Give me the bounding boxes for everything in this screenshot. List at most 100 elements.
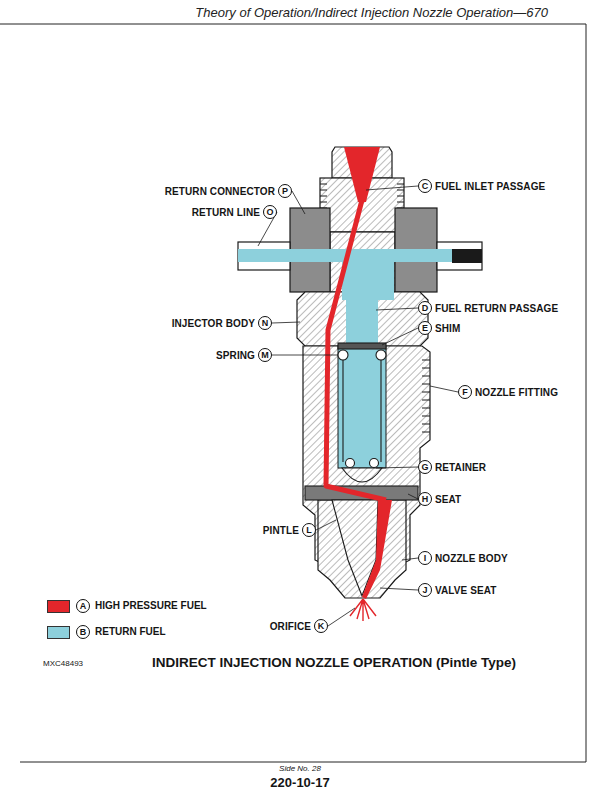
callout-label: RETURN LINE [192,207,260,218]
leader-line [380,588,418,590]
callout-label: NOZZLE BODY [435,553,508,564]
callout-letter: H [418,492,432,506]
callout-letter: B [76,625,90,639]
return-fuel [238,249,452,468]
leader-line [272,322,300,323]
callout: B [76,624,90,640]
leader-line [382,328,418,345]
callout-letter: E [418,321,432,335]
leader-line [376,467,418,468]
leader-line [376,308,418,310]
callout-label: PINTLE [263,525,299,536]
legend-label: RETURN FUEL [95,626,166,637]
leader-line [272,355,338,356]
callout: CFUEL INLET PASSAGE [418,178,545,194]
frame-line [0,24,586,25]
fuel-inlet-passage [326,200,386,500]
callout-label: RETURN CONNECTOR [165,186,275,197]
threads [422,360,430,432]
page-number: 220-10-17 [200,775,400,790]
callout: HSEAT [418,491,461,507]
page-frame [0,24,586,762]
leader-line [430,386,458,392]
callout-letter: C [418,179,432,193]
callout-letter: P [278,184,292,198]
callout-label: SHIM [435,323,460,334]
spring-wire [342,355,343,462]
callout-letter: G [418,460,432,474]
callout-label: FUEL INLET PASSAGE [435,181,545,192]
callout: PINTLEL [263,522,316,538]
spring-chamber [338,346,386,468]
fuel-inlet-funnel [344,147,380,202]
nozzle-body [318,500,406,598]
callout: GRETAINER [418,459,486,475]
leader-line [402,558,418,560]
spring-coil [346,459,355,468]
callout: FNOZZLE FITTING [458,384,558,400]
plug [452,249,482,263]
high-pressure-fuel [326,147,392,621]
spring-coil [376,350,386,360]
callout-label: SPRING [216,350,255,361]
callout-label: INJECTOR BODY [172,318,255,329]
callout: RETURN CONNECTORP [165,183,292,199]
legend-swatch [47,626,70,639]
pintle-fuel [362,500,392,599]
callout-letter: O [263,205,277,219]
callout: INJECTOR BODYN [172,315,272,331]
nozzle-body [238,147,482,598]
callout: JVALVE SEAT [418,582,497,598]
legend-swatch [47,600,70,613]
callout: A [76,598,90,614]
leader-line [328,608,355,626]
leader-line [408,494,418,499]
callout: DFUEL RETURN PASSAGE [418,300,558,316]
spring-coil [338,350,348,360]
callout-letter: J [418,583,432,597]
slide-number: Side No. 28 [200,764,400,773]
inner-parts [305,343,418,596]
callout-letter: K [314,619,328,633]
callout: RETURN LINEO [192,204,277,220]
callout-letter: I [418,551,432,565]
retainer [342,468,382,482]
legend-label: HIGH PRESSURE FUEL [95,600,207,611]
leader-line [316,520,336,530]
injector-body [297,292,428,346]
figure-number: MXC48493 [43,659,83,668]
frame-line [20,762,586,763]
callout-letter: M [258,348,272,362]
callout-letter: F [458,385,472,399]
spring-wire [380,355,381,462]
callout-label: VALVE SEAT [435,585,497,596]
shim [338,343,386,349]
leader-lines [258,186,458,626]
callout-letter: N [258,316,272,330]
frame-line [586,24,587,762]
return-fuel-channel [395,249,452,262]
figure-caption: INDIRECT INJECTION NOZZLE OPERATION (Pin… [152,655,516,670]
leader-line [366,186,418,190]
callout-letter: D [418,301,432,315]
return-fuel-passage [342,250,394,300]
leader-line [292,191,305,214]
callout: ESHIM [418,320,460,336]
callout: SPRINGM [216,347,272,363]
page-header: Theory of Operation/Indirect Injection N… [195,5,548,20]
callout-label: FUEL RETURN PASSAGE [435,303,558,314]
callout-letter: A [76,599,90,613]
callout: ORIFICEK [270,618,328,634]
return-fuel-passage [346,300,378,346]
spring-coil [370,459,379,468]
callout-label: RETAINER [435,462,486,473]
fuel-spray [350,599,376,621]
callout-label: ORIFICE [270,621,311,632]
callout-label: SEAT [435,494,461,505]
callout-letter: L [302,523,316,537]
callout-label: NOZZLE FITTING [475,387,558,398]
callout: INOZZLE BODY [418,550,508,566]
